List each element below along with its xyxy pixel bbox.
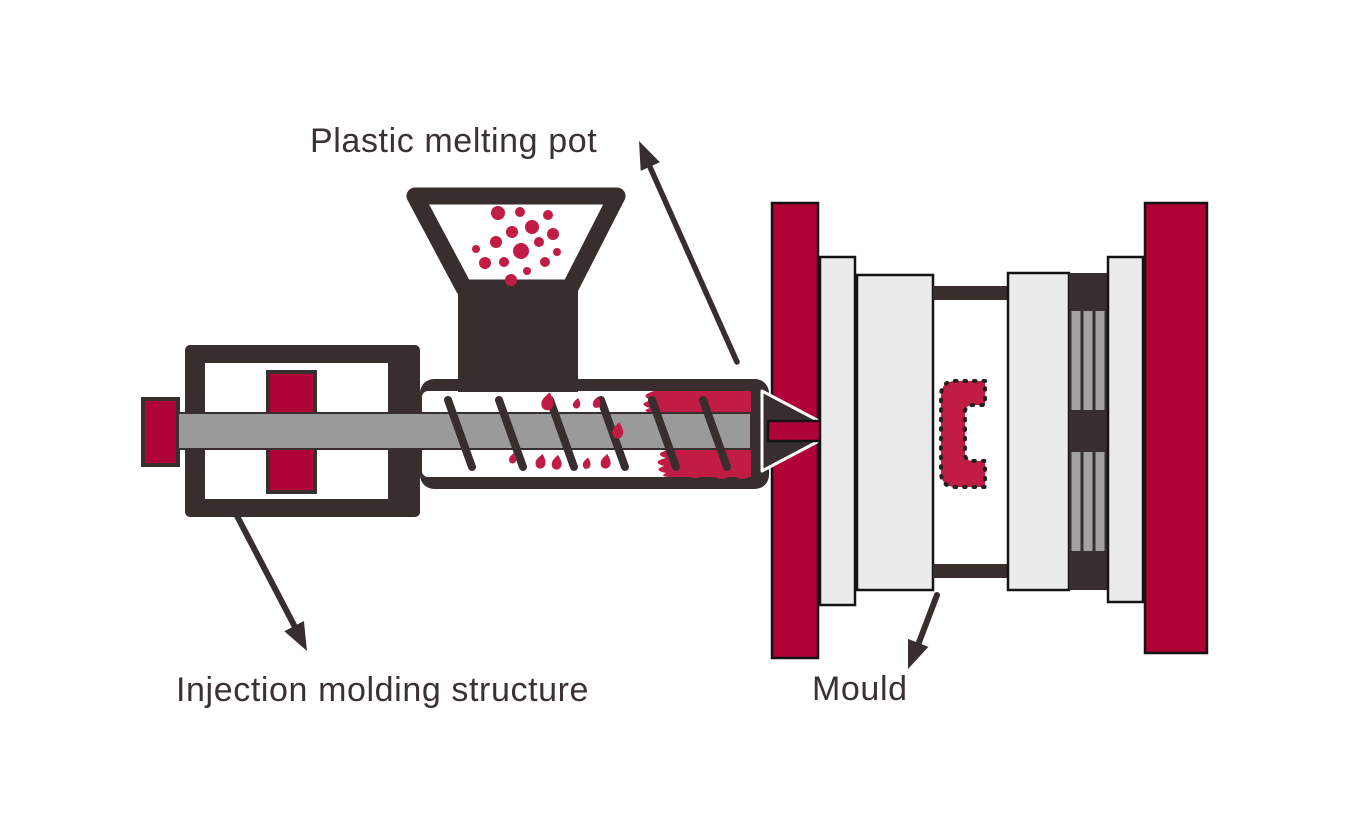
annotation-arrows: [233, 141, 940, 669]
hopper-funnel: [406, 187, 626, 297]
mould-plate-right: [1106, 255, 1145, 604]
injection-structure-arrow: [233, 511, 307, 651]
hopper: [406, 187, 626, 392]
mould-plate-left: [818, 255, 857, 607]
screw-assembly: [141, 392, 752, 471]
label-plastic-melting-pot: Plastic melting pot: [310, 122, 598, 160]
tie-bar-bottom: [933, 564, 1009, 578]
melt-droplets: [509, 392, 624, 470]
moving-platen: [1143, 201, 1209, 655]
core-plate: [1006, 271, 1071, 592]
label-mould: Mould: [812, 670, 908, 708]
plunger-end-cap: [141, 397, 180, 467]
mould-arrow: [908, 592, 940, 669]
plastic-pellets: [472, 206, 561, 286]
melting-pot-arrow: [639, 141, 740, 365]
label-injection-molding-structure: Injection molding structure: [176, 671, 590, 709]
cavity-plate: [855, 273, 935, 592]
ejector-assembly: [1069, 273, 1108, 590]
tie-bar-top: [933, 286, 1009, 300]
molded-part: [939, 379, 987, 489]
mould: [760, 201, 1209, 660]
screw-flights: [444, 396, 731, 471]
ejector-pins-bottom: [1071, 452, 1105, 551]
hopper-throat: [458, 284, 578, 392]
ejector-pins-top: [1071, 311, 1105, 410]
